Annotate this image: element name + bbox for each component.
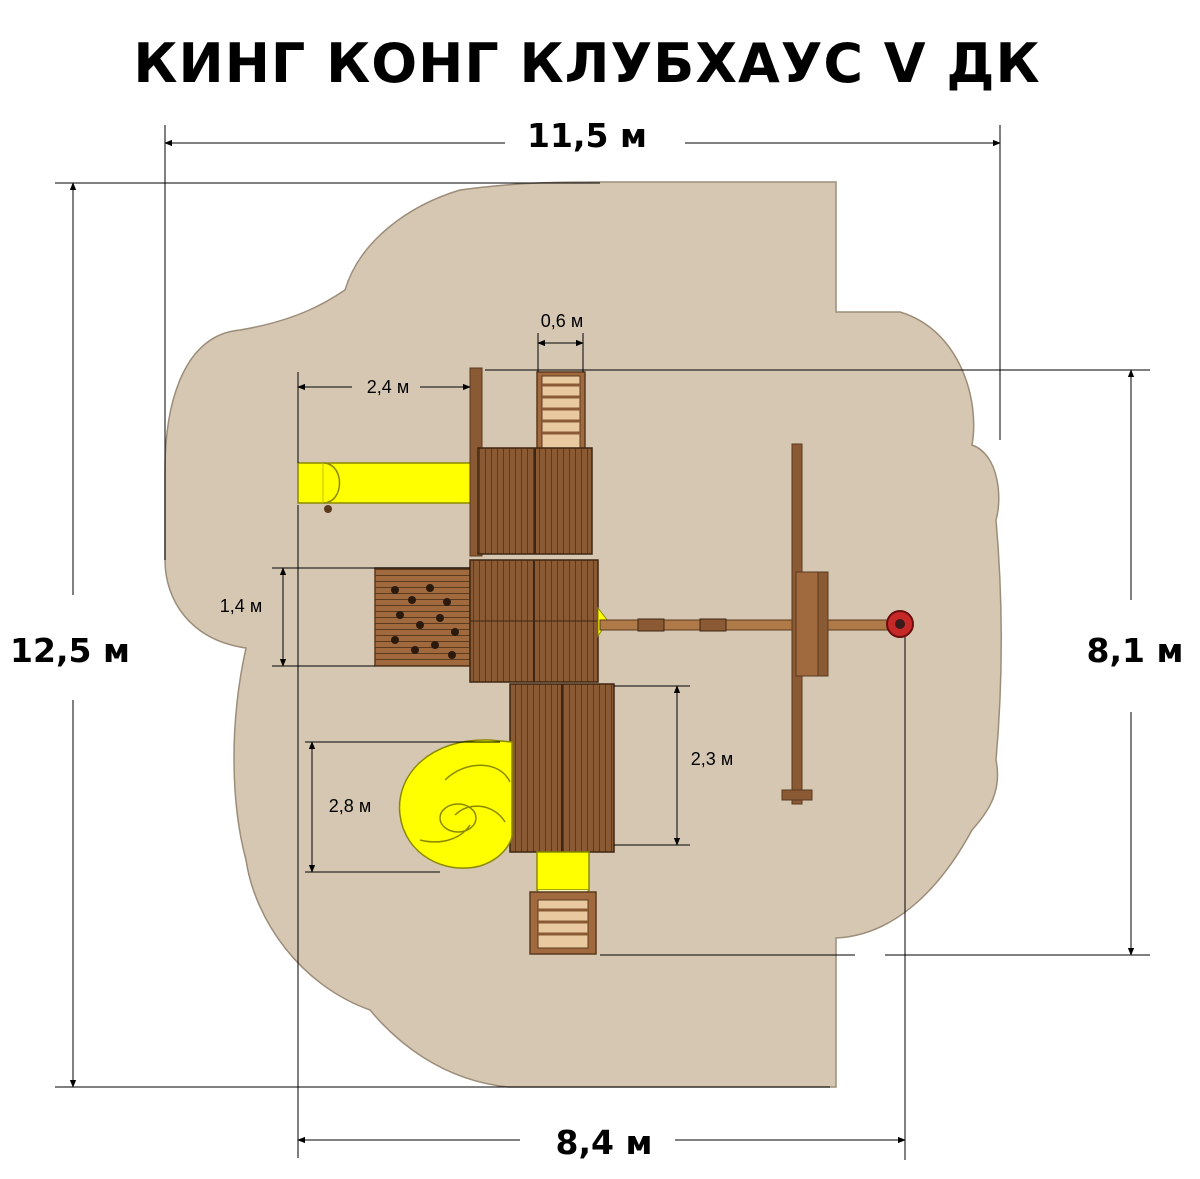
rock-climbing-wall	[374, 567, 471, 667]
upper-tower-roof	[477, 447, 593, 555]
top-ladder	[536, 371, 586, 453]
tire-swing	[886, 610, 914, 638]
swing-beam	[599, 618, 901, 632]
lower-deck-dimension	[614, 685, 690, 846]
overall-height-label: 12,5 м	[10, 631, 130, 670]
equipment-height-dimension	[485, 369, 1150, 956]
overall-height-dimension	[55, 182, 830, 1088]
lower-deck-roof	[509, 683, 615, 853]
climber-height-dimension	[272, 567, 470, 667]
slide-length-dimension	[297, 372, 471, 463]
spiral-slide-label: 2,8 м	[329, 796, 371, 816]
slide-length-label: 2,4 м	[367, 377, 409, 397]
spiral-slide-dimension	[305, 741, 500, 873]
ladder-width-dimension	[537, 333, 584, 372]
lower-deck-label: 2,3 м	[691, 749, 733, 769]
spiral-slide	[398, 739, 513, 869]
climber-height-label: 1,4 м	[220, 596, 262, 616]
equipment-width-dimension	[297, 505, 906, 1160]
middle-tower-roof	[469, 559, 609, 683]
bottom-slide-and-ladder	[529, 851, 597, 955]
page-title: КИНГ КОНГ КЛУБХАУС V ДК	[133, 32, 1040, 95]
overall-width-label: 11,5 м	[527, 116, 647, 155]
equipment-height-label: 8,1 м	[1087, 631, 1184, 670]
equipment-width-label: 8,4 м	[556, 1123, 653, 1162]
ladder-width-label: 0,6 м	[541, 311, 583, 331]
overall-width-dimension	[164, 125, 1001, 560]
swing-a-frame	[781, 443, 829, 805]
